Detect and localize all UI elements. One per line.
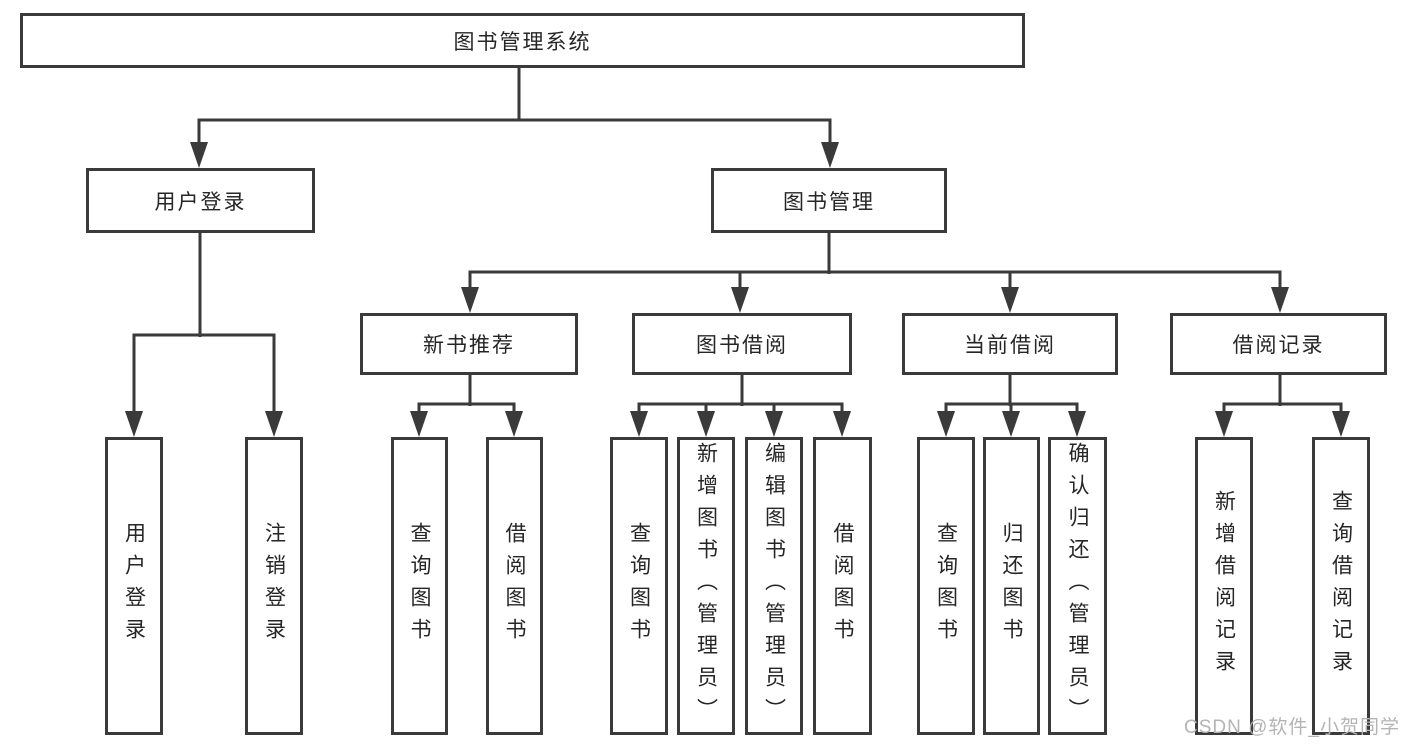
leaf-borrow-books-borrow-label: 借阅图书 — [831, 522, 854, 650]
leaf-add-books-admin: 新增图书（管理员） — [677, 437, 735, 735]
connector-book-management — [468, 233, 1282, 291]
leaf-query-books-borrow-label: 查询图书 — [627, 522, 651, 650]
leaf-borrow-books-recommend: 借阅图书 — [486, 437, 543, 735]
leaf-borrow-books-recommend-label: 借阅图书 — [503, 522, 526, 650]
leaf-logout: 注销登录 — [245, 437, 303, 735]
leaf-user-login-label: 用户登录 — [122, 522, 146, 650]
node-root: 图书管理系统 — [20, 13, 1025, 68]
leaf-logout-label: 注销登录 — [262, 522, 286, 650]
arrowhead-icon — [265, 411, 283, 437]
leaf-query-books-current-label: 查询图书 — [934, 522, 958, 650]
leaf-add-borrow-record-label: 新增借阅记录 — [1212, 490, 1236, 682]
arrowhead-icon — [1002, 411, 1020, 437]
arrowhead-icon — [1215, 411, 1233, 437]
node-user-login-label: 用户登录 — [154, 190, 247, 214]
node-current-borrow: 当前借阅 — [902, 313, 1118, 375]
leaf-query-books-recommend-label: 查询图书 — [408, 522, 431, 650]
leaf-edit-books-admin: 编辑图书（管理员） — [745, 437, 803, 735]
node-user-login: 用户登录 — [86, 168, 315, 233]
leaf-return-books: 归还图书 — [983, 437, 1040, 735]
leaf-query-books-recommend: 查询图书 — [391, 437, 448, 735]
leaf-return-books-label: 归还图书 — [1000, 522, 1023, 650]
arrowhead-icon — [461, 287, 479, 313]
arrowhead-icon — [1001, 287, 1019, 313]
node-root-label: 图书管理系统 — [453, 30, 592, 54]
leaf-query-borrow-record: 查询借阅记录 — [1312, 437, 1370, 735]
leaf-edit-books-admin-label: 编辑图书（管理员） — [762, 442, 786, 730]
arrowhead-icon — [833, 411, 851, 437]
leaf-add-books-admin-label: 新增图书（管理员） — [694, 442, 718, 730]
connector-borrow-records — [1222, 375, 1343, 415]
arrowheads — [125, 142, 1350, 437]
arrowhead-icon — [1068, 411, 1086, 437]
connector-new-book-recommend — [417, 375, 516, 415]
node-current-borrow-label: 当前借阅 — [964, 334, 1056, 357]
leaf-query-books-borrow: 查询图书 — [610, 437, 668, 735]
connector-user-login — [132, 233, 276, 414]
node-book-borrow: 图书借阅 — [632, 313, 852, 375]
arrowhead-icon — [505, 411, 523, 437]
node-book-management-label: 图书管理 — [783, 190, 875, 214]
arrowhead-icon — [630, 411, 648, 437]
leaf-user-login: 用户登录 — [105, 437, 163, 735]
arrowhead-icon — [697, 411, 715, 437]
leaf-query-books-current: 查询图书 — [917, 437, 975, 735]
arrowhead-icon — [1332, 411, 1350, 437]
node-book-borrow-label: 图书借阅 — [696, 334, 788, 357]
arrowhead-icon — [731, 287, 749, 313]
node-new-book-recommend-label: 新书推荐 — [423, 334, 515, 357]
leaf-query-borrow-record-label: 查询借阅记录 — [1329, 490, 1353, 682]
watermark-text: CSDN @软件_小贺同学 — [1184, 717, 1400, 738]
node-borrow-records-label: 借阅记录 — [1232, 334, 1325, 357]
leaf-add-borrow-record: 新增借阅记录 — [1195, 437, 1253, 735]
arrowhead-icon — [821, 142, 839, 168]
connector-root — [197, 68, 832, 146]
node-book-management: 图书管理 — [711, 168, 947, 233]
arrowhead-icon — [190, 142, 208, 168]
leaf-confirm-return-admin: 确认归还（管理员） — [1048, 437, 1107, 735]
connector-current-borrow — [944, 375, 1079, 415]
node-borrow-records: 借阅记录 — [1170, 313, 1387, 375]
arrowhead-icon — [937, 411, 955, 437]
leaf-confirm-return-admin-label: 确认归还（管理员） — [1066, 442, 1089, 730]
arrowhead-icon — [125, 411, 143, 437]
arrowhead-icon — [410, 411, 428, 437]
node-new-book-recommend: 新书推荐 — [360, 313, 578, 375]
leaf-borrow-books-borrow: 借阅图书 — [813, 437, 872, 735]
arrowhead-icon — [765, 411, 783, 437]
connector-book-borrow — [637, 375, 844, 415]
arrowhead-icon — [1271, 287, 1289, 313]
